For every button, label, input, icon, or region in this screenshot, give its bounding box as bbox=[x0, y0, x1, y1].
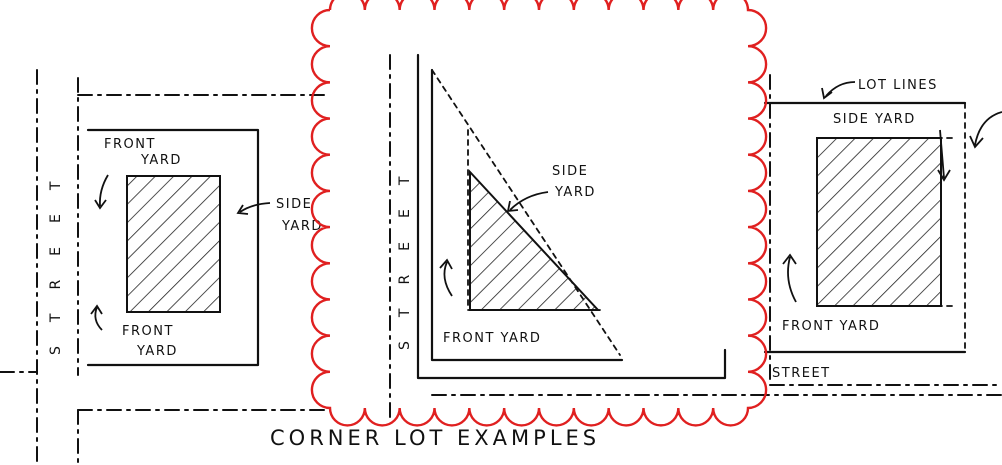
lot-line bbox=[430, 68, 624, 362]
building-footprint bbox=[126, 175, 221, 313]
arrow-icon bbox=[236, 202, 271, 215]
arrow-icon bbox=[937, 129, 951, 182]
diagram-title: CORNER LOT EXAMPLES bbox=[270, 426, 600, 450]
arrow-icon bbox=[821, 81, 856, 100]
arrow-icon bbox=[439, 258, 453, 297]
side-yard-label: SIDE YARD bbox=[833, 112, 916, 127]
front-yard-label-top-2: YARD bbox=[140, 153, 182, 168]
side-yard-label: SIDE bbox=[552, 164, 588, 179]
front-yard-label-bottom-2: YARD bbox=[136, 344, 178, 359]
right-corner-lot: LOT LINES SIDE YARD FRONT YARD STREET bbox=[754, 74, 1002, 396]
svg-text:STREET: STREET bbox=[397, 153, 413, 350]
arrow-icon bbox=[90, 304, 103, 331]
street-label-left: STREET bbox=[48, 158, 64, 355]
revision-cloud-outline bbox=[310, 0, 768, 427]
street-label-middle: STREET bbox=[397, 153, 413, 350]
side-yard-label-2: YARD bbox=[554, 185, 596, 200]
street-label-right: STREET bbox=[772, 366, 831, 381]
building-footprint bbox=[816, 137, 942, 307]
arrow-icon bbox=[506, 191, 549, 213]
lot-line bbox=[763, 101, 967, 354]
building-footprint bbox=[469, 169, 601, 311]
street-line bbox=[416, 53, 727, 380]
front-yard-label: FRONT YARD bbox=[782, 319, 880, 334]
arrow-icon bbox=[969, 111, 1002, 149]
lot-lines-label: LOT LINES bbox=[858, 78, 938, 93]
side-yard-label-2: YARD bbox=[281, 219, 323, 234]
side-yard-label: SIDE bbox=[276, 197, 312, 212]
arrow-icon bbox=[94, 174, 109, 210]
front-yard-label-top: FRONT bbox=[104, 137, 156, 152]
left-corner-lot: FRONT YARD FRONT YARD SIDE YARD STREET bbox=[0, 69, 331, 465]
front-yard-label-bottom: FRONT bbox=[122, 324, 174, 339]
middle-corner-lot: SIDE YARD FRONT YARD STREET bbox=[389, 53, 761, 421]
lot-line bbox=[431, 69, 621, 356]
front-yard-label: FRONT YARD bbox=[443, 331, 541, 346]
arrow-icon bbox=[782, 253, 797, 303]
svg-text:STREET: STREET bbox=[48, 158, 64, 355]
revision-cloud bbox=[310, 0, 768, 427]
